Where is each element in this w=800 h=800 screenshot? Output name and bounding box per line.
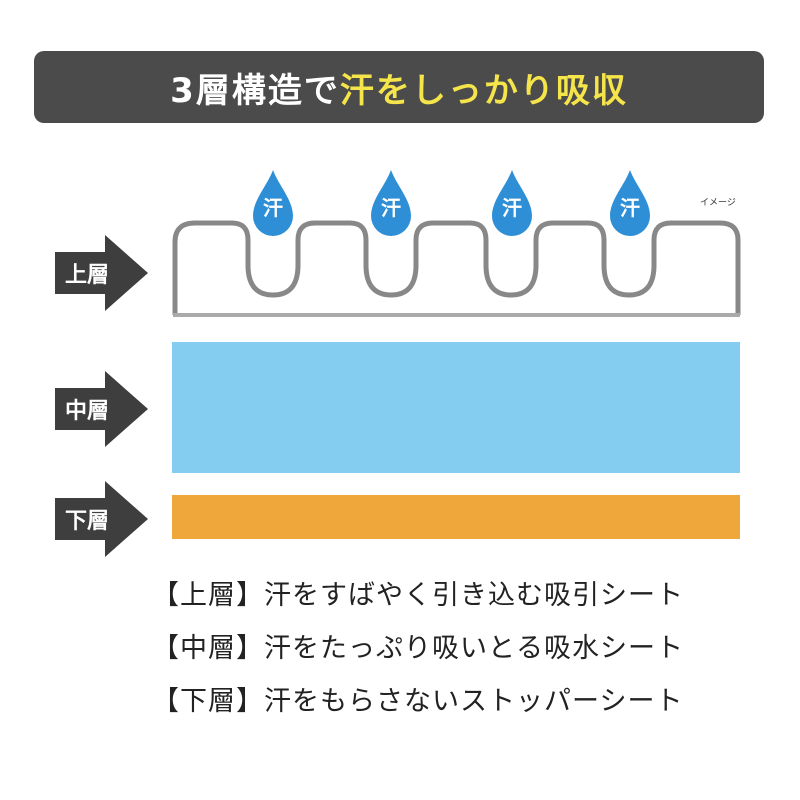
title-highlight: 汗をしっかり吸収 bbox=[339, 70, 628, 111]
middle-layer-description: 【中層】汗をたっぷり吸いとる吸水シート bbox=[152, 633, 684, 664]
bottom-layer-arrow: 下層 bbox=[55, 481, 150, 557]
drop-label: 汗 bbox=[263, 196, 283, 220]
image-note: イメージ bbox=[700, 198, 736, 208]
water-drop-icon: 汗 bbox=[492, 170, 532, 242]
water-drop-icon: 汗 bbox=[371, 170, 411, 242]
top-layer-label: 上層 bbox=[65, 263, 110, 288]
bottom-layer-label: 下層 bbox=[65, 509, 110, 534]
title-banner: 3層構造で汗をしっかり吸収 bbox=[34, 51, 764, 123]
right-arrow-icon bbox=[55, 371, 148, 447]
drop-label: 汗 bbox=[620, 196, 640, 220]
bottom-layer-description: 【下層】汗をもらさないストッパーシート bbox=[152, 686, 684, 717]
top-layer-sheet bbox=[170, 190, 745, 324]
right-arrow-icon bbox=[55, 481, 148, 557]
middle-layer-label: 中層 bbox=[65, 399, 110, 424]
drop-label: 汗 bbox=[381, 196, 401, 220]
top-layer-arrow: 上層 bbox=[55, 235, 150, 311]
top-layer-description: 【上層】汗をすばやく引き込む吸引シート bbox=[152, 580, 684, 611]
water-drop-icon: 汗 bbox=[610, 170, 650, 242]
water-drop-icon: 汗 bbox=[253, 170, 293, 242]
drop-label: 汗 bbox=[502, 196, 522, 220]
title-prefix: 3層構造で bbox=[170, 70, 340, 111]
right-arrow-icon bbox=[55, 235, 148, 311]
middle-layer-arrow: 中層 bbox=[55, 371, 150, 447]
bottom-layer-sheet bbox=[172, 495, 740, 539]
middle-layer-sheet bbox=[172, 342, 740, 473]
